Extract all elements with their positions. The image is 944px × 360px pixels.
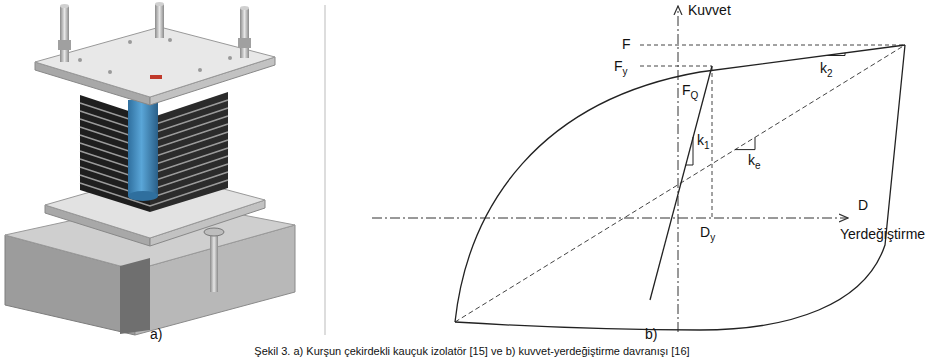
anchor-bolt bbox=[210, 232, 218, 292]
force-label: FQ bbox=[682, 82, 698, 100]
dy-guide bbox=[712, 66, 713, 218]
plate-holes bbox=[78, 38, 232, 74]
panel-divider bbox=[325, 5, 326, 335]
k1-triangle bbox=[686, 137, 693, 165]
stiffness-label: k2 bbox=[820, 60, 833, 78]
ke-triangle bbox=[735, 137, 755, 149]
displacement-label: D bbox=[858, 197, 868, 213]
fy-guide bbox=[640, 66, 712, 67]
symbol-main: F bbox=[614, 58, 623, 74]
isolator-illustration bbox=[5, 2, 295, 335]
rubber-layers bbox=[80, 92, 228, 212]
symbol-subscript: 2 bbox=[827, 68, 833, 79]
symbol-main: D bbox=[700, 224, 710, 240]
symbol-main: F bbox=[682, 82, 691, 98]
axis-label: Kuvvet bbox=[688, 2, 731, 18]
force-label: F bbox=[622, 36, 631, 52]
stiffness-label: k1 bbox=[697, 132, 710, 150]
unloading-branch bbox=[455, 45, 905, 330]
symbol-subscript: y bbox=[623, 66, 628, 77]
symbol-main: k bbox=[697, 132, 704, 148]
f-guide bbox=[640, 45, 905, 46]
symbol-subscript: y bbox=[710, 232, 715, 243]
x-axis bbox=[372, 218, 848, 219]
bolt-head bbox=[204, 228, 224, 236]
loading-branch bbox=[455, 45, 905, 322]
displacement-label: Dy bbox=[700, 224, 715, 242]
force-label: Fy bbox=[614, 58, 628, 76]
concrete-notch bbox=[120, 258, 150, 334]
ke-secant bbox=[455, 45, 905, 322]
k1-line bbox=[650, 66, 712, 300]
symbol-subscript: Q bbox=[691, 90, 699, 101]
lead-core bbox=[128, 100, 158, 196]
symbol-subscript: 1 bbox=[704, 140, 710, 151]
hysteresis-chart bbox=[372, 6, 905, 332]
figure-caption: Şekil 3. a) Kurşun çekirdekli kauçuk izo… bbox=[0, 344, 944, 358]
maker-mark bbox=[150, 75, 162, 79]
symbol-subscript: e bbox=[755, 160, 761, 171]
symbol-main: k bbox=[820, 60, 827, 76]
panel-label: a) bbox=[150, 326, 162, 342]
y-axis bbox=[678, 6, 679, 332]
lead-core-base bbox=[128, 191, 158, 201]
axis-label: Yerdeğiştirme bbox=[840, 226, 925, 242]
anchor-rods bbox=[58, 2, 251, 62]
panel-label: b) bbox=[645, 326, 657, 342]
symbol-main: k bbox=[748, 152, 755, 168]
k2-triangle bbox=[825, 53, 845, 56]
stiffness-label: ke bbox=[748, 152, 761, 170]
